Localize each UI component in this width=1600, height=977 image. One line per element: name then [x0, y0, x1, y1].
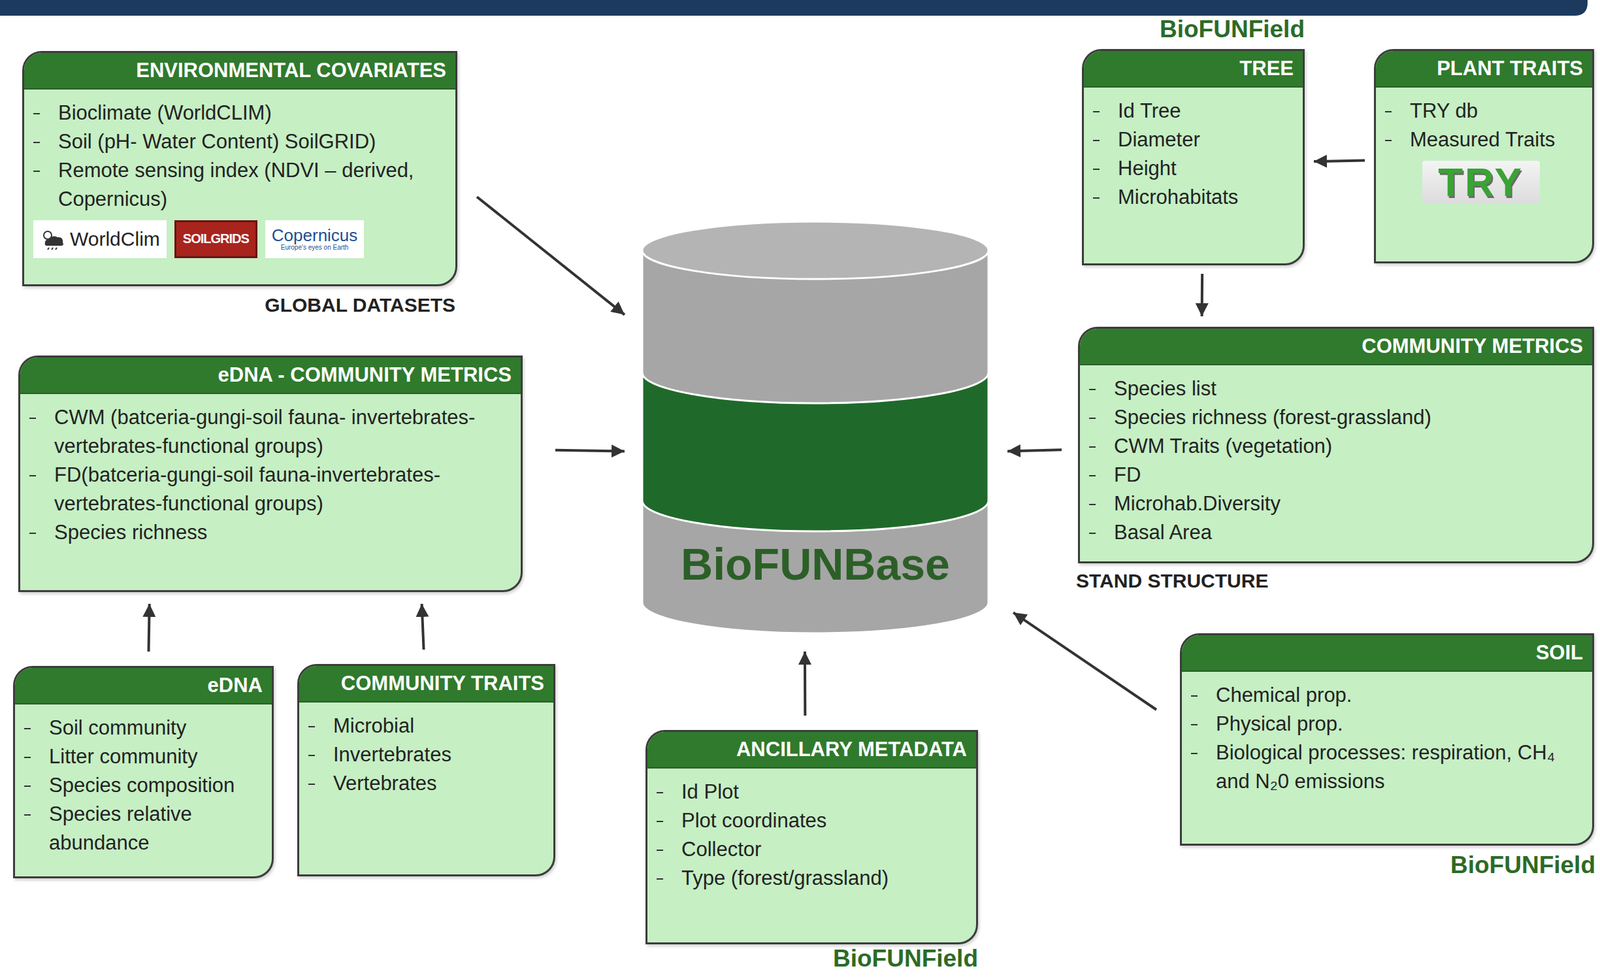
worldclim-logo: WorldClim	[33, 220, 167, 259]
list-item: Id Tree	[1083, 96, 1297, 126]
field-label: BioFUNField	[1097, 15, 1305, 44]
box-heading: PLANT TRAITS	[1375, 50, 1593, 88]
logo-text: SOILGRIDS	[182, 231, 249, 247]
list-item: Physical prop.	[1181, 709, 1586, 739]
arrow-connector	[422, 603, 425, 650]
group-label: GLOBAL DATASETS	[241, 293, 456, 317]
list-item: Measured Traits	[1375, 125, 1586, 155]
weather-icon	[39, 228, 66, 251]
logo-tagline: Europe's eyes on Earth	[280, 243, 349, 251]
list-item: CWM (batceria-gungi-soil fauna- inverteb…	[20, 403, 515, 461]
community-traits-box: COMMUNITY TRAITS MicrobialInvertebratesVe…	[297, 663, 556, 877]
arrow-connector	[555, 450, 625, 452]
arrow-connector	[1313, 160, 1365, 163]
covariates-box: ENVIRONMENTAL COVARIATES Bioclimate (Worl…	[22, 50, 458, 287]
list-item: CWM Traits (vegetation)	[1079, 431, 1586, 461]
list-item: Type (forest/grassland)	[647, 863, 970, 893]
field-label: BioFUNField	[770, 944, 979, 973]
list-item: Soil community	[15, 713, 266, 743]
arrow-connector	[1013, 612, 1157, 710]
list-item: Height	[1083, 154, 1297, 183]
database-name: BioFUNBase	[640, 538, 991, 590]
box-heading: eDNA - COMMUNITY METRICS	[20, 357, 521, 394]
cylinder-band	[642, 372, 989, 532]
box-heading: COMMUNITY METRICS	[1079, 328, 1593, 366]
list-item: Plot coordinates	[647, 806, 970, 835]
group-label: STAND STRUCTURE	[1076, 569, 1403, 592]
list-item: Diameter	[1083, 125, 1297, 155]
list-item: Species list	[1079, 374, 1586, 404]
list-item: Basal Area	[1079, 518, 1586, 547]
field-label: BioFUNField	[1358, 851, 1596, 879]
copernicus-logo: CopernicusEurope's eyes on Earth	[265, 220, 365, 259]
tree-box: TREE Id TreeDiameterHeightMicrohabitats	[1081, 48, 1305, 266]
soilgrids-logo: SOILGRIDS	[174, 220, 258, 259]
logo-text: WorldClim	[69, 228, 161, 251]
box-heading: ANCILLARY METADATA	[647, 731, 977, 769]
list-item: TRY db	[1375, 96, 1586, 126]
list-item: Litter community	[15, 742, 266, 771]
list-item: Id Plot	[647, 777, 970, 807]
arrow-connector	[803, 651, 807, 716]
logo-row: WorldClim SOILGRIDS CopernicusEurope's eye…	[24, 213, 449, 265]
edna-metrics-box: eDNA - COMMUNITY METRICS CWM (batceria-gu…	[18, 355, 523, 592]
list-item: Vertebrates	[299, 768, 547, 798]
edna-box: eDNASoil communityLitter communitySpecie…	[13, 665, 274, 879]
list-item: Invertebrates	[299, 740, 547, 769]
box-heading: TREE	[1083, 50, 1303, 88]
list-item: Collector	[647, 834, 970, 864]
list-item: Chemical prop.	[1181, 680, 1586, 710]
database-cylinder: BioFUNBase	[640, 219, 991, 634]
top-banner	[0, 0, 1588, 16]
box-heading: ENVIRONMENTAL COVARIATES	[24, 52, 456, 90]
arrow-connector	[1007, 449, 1062, 451]
list-item: Soil (pH- Water Content) SoilGRID)	[24, 127, 449, 157]
box-heading: COMMUNITY TRAITS	[299, 665, 554, 703]
list-item: FD	[1079, 460, 1586, 490]
list-item: Remote sensing index (NDVI – derived, Co…	[24, 156, 449, 214]
list-item: Bioclimate (WorldCLIM)	[24, 98, 449, 128]
box-heading: SOIL	[1181, 635, 1593, 672]
community-metrics-box: COMMUNITY METRICS Species listSpecies ric…	[1077, 326, 1595, 564]
cylinder-top	[642, 221, 989, 279]
list-item: Species richness	[20, 518, 515, 547]
list-item: Microbial	[299, 711, 547, 741]
list-item: Species richness (forest-grassland)	[1079, 403, 1586, 432]
list-item: FD(batceria-gungi-soil fauna-invertebrat…	[20, 460, 515, 519]
list-item: Microhab.Diversity	[1079, 489, 1586, 519]
try-logo: TRY	[1422, 160, 1540, 204]
soil-box: SOIL Chemical prop.Physical prop.Biologic…	[1179, 633, 1595, 846]
list-item: Microhabitats	[1083, 182, 1297, 212]
list-item: Species composition	[15, 770, 266, 800]
arrow-connector	[148, 603, 149, 652]
list-item: Biological processes: respiration, CH₄ a…	[1181, 738, 1586, 796]
box-heading: eDNA	[15, 667, 272, 705]
metadata-box: ANCILLARY METADATA Id PlotPlot coordinate…	[645, 729, 979, 945]
plant-traits-box: PLANT TRAITS TRY dbMeasured TraitsTRY	[1373, 48, 1595, 264]
arrow-connector	[1200, 273, 1205, 317]
arrow-connector	[476, 196, 625, 315]
logo-text: Copernicus	[271, 226, 359, 244]
list-item: Species relative abundance	[15, 799, 266, 858]
